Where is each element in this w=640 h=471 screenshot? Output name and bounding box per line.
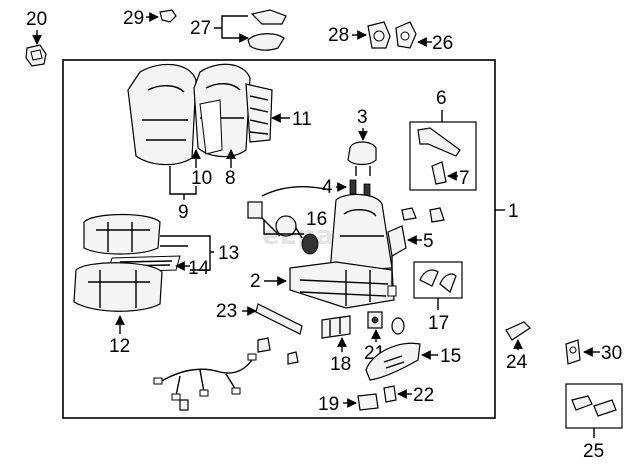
label-14: 14 bbox=[188, 258, 210, 279]
label-17: 17 bbox=[428, 313, 449, 334]
part-28-cover[interactable] bbox=[367, 21, 391, 49]
part-23-rail-cover[interactable] bbox=[255, 303, 303, 335]
leader-13 bbox=[160, 235, 214, 271]
part-13-cushion-pad[interactable] bbox=[83, 213, 161, 255]
part-15-side-shield[interactable] bbox=[365, 342, 421, 381]
label-12: 12 bbox=[109, 336, 130, 357]
part-27-bracket[interactable] bbox=[247, 9, 287, 51]
label-25: 25 bbox=[583, 441, 604, 462]
label-9: 9 bbox=[178, 202, 189, 223]
label-1: 1 bbox=[508, 201, 519, 222]
label-18: 18 bbox=[330, 354, 351, 375]
part-22-knob[interactable] bbox=[383, 385, 397, 403]
part-wire-harness[interactable] bbox=[153, 353, 257, 411]
part-seatback-cover-right[interactable] bbox=[193, 63, 251, 158]
leader-27 bbox=[214, 15, 248, 38]
label-4: 4 bbox=[322, 177, 333, 198]
part-3-headrest[interactable] bbox=[347, 141, 377, 176]
part-29-clip[interactable] bbox=[159, 9, 177, 23]
part-16-harness[interactable] bbox=[247, 185, 331, 255]
part-5-side-cover[interactable] bbox=[387, 225, 407, 297]
label-27: 27 bbox=[190, 18, 211, 39]
label-11: 11 bbox=[292, 109, 312, 130]
label-15: 15 bbox=[440, 346, 461, 367]
label-16: 16 bbox=[306, 209, 327, 230]
part-21-switch[interactable] bbox=[367, 311, 405, 335]
part-seatback-cover-left[interactable] bbox=[127, 63, 197, 166]
label-7: 7 bbox=[459, 168, 470, 189]
leader-16 bbox=[263, 220, 304, 235]
part-25-covers[interactable] bbox=[571, 395, 617, 417]
part-24-cover[interactable] bbox=[505, 321, 531, 341]
label-10: 10 bbox=[191, 168, 212, 189]
label-30: 30 bbox=[601, 343, 622, 364]
label-6: 6 bbox=[436, 88, 447, 109]
label-8: 8 bbox=[225, 168, 236, 189]
part-11-seatback-frame-panel[interactable] bbox=[245, 83, 273, 143]
label-29: 29 bbox=[123, 8, 144, 29]
group-box-6 bbox=[409, 121, 477, 191]
part-2-seat-frame[interactable] bbox=[289, 193, 395, 309]
label-28: 28 bbox=[328, 25, 349, 46]
label-20: 20 bbox=[26, 9, 47, 30]
part-6-recliner-cover[interactable] bbox=[417, 127, 461, 157]
part-26-cover[interactable] bbox=[395, 21, 417, 49]
part-4-bolts[interactable] bbox=[349, 179, 371, 197]
part-7-knob[interactable] bbox=[431, 161, 447, 185]
part-bracket-pair[interactable] bbox=[401, 207, 445, 223]
assembly-frame bbox=[62, 59, 496, 419]
leader-9 bbox=[169, 166, 197, 195]
part-20-clip[interactable] bbox=[25, 44, 47, 67]
label-5: 5 bbox=[423, 231, 434, 252]
label-26: 26 bbox=[432, 33, 453, 54]
label-3: 3 bbox=[357, 107, 368, 128]
label-24: 24 bbox=[506, 352, 528, 373]
part-18-bracket[interactable] bbox=[321, 315, 351, 339]
label-19: 19 bbox=[318, 394, 339, 415]
part-17-covers[interactable] bbox=[419, 269, 457, 293]
label-23: 23 bbox=[216, 301, 237, 322]
part-small-connectors[interactable] bbox=[257, 337, 299, 365]
label-22: 22 bbox=[413, 385, 434, 406]
part-30-connector[interactable] bbox=[565, 339, 581, 365]
part-19-knob[interactable] bbox=[357, 393, 379, 411]
part-12-cushion-cover[interactable] bbox=[73, 262, 163, 312]
label-2: 2 bbox=[250, 271, 261, 292]
label-13: 13 bbox=[218, 243, 239, 264]
